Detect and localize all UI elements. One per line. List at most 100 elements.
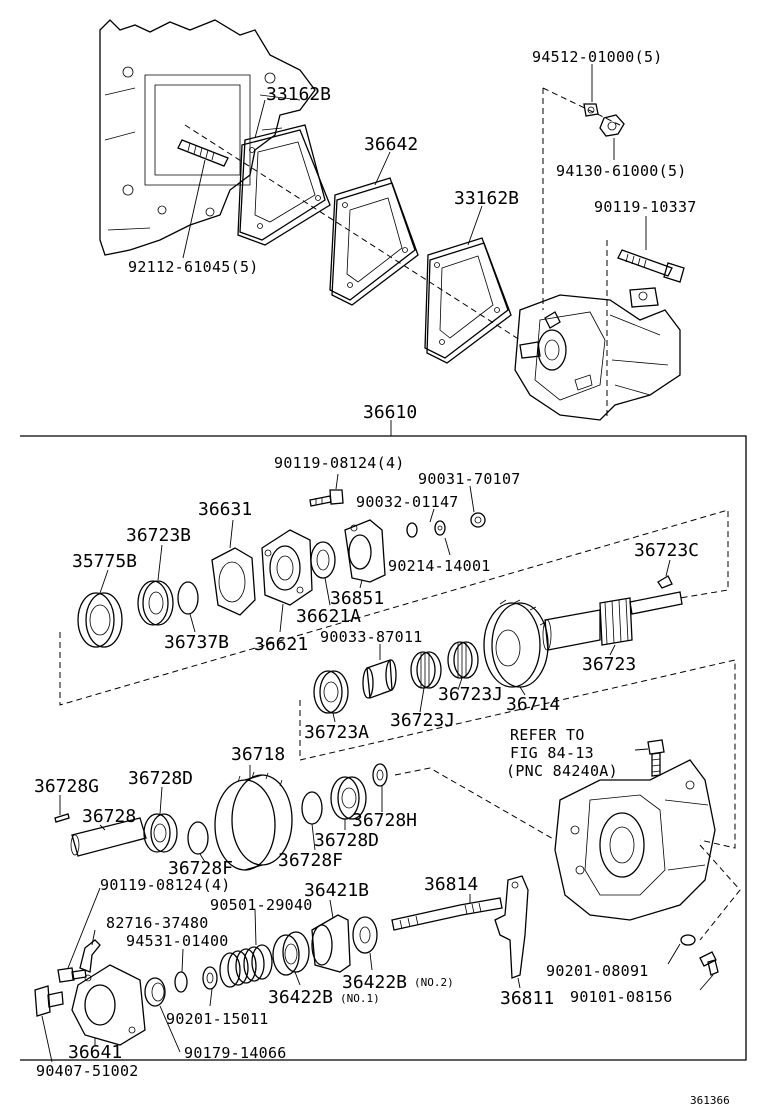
label-90201-15011: 90201-15011 <box>166 1010 269 1028</box>
bearing-36728d-a <box>143 813 178 853</box>
label-refer-line1: REFER TO <box>510 726 585 744</box>
label-36422b-no2-note: (NO.2) <box>414 976 454 989</box>
washer-94512-01000 <box>583 103 599 117</box>
label-90201-08091: 90201-08091 <box>546 962 649 980</box>
guide-line-top-main <box>184 124 521 341</box>
shaft-36814 <box>391 897 503 931</box>
assembly-box-36610 <box>20 435 747 1061</box>
drawing-id: 361366 <box>690 1094 730 1107</box>
nut-90179-14066 <box>144 977 166 1007</box>
label-36737b: 36737B <box>164 632 229 653</box>
cover-36621 <box>261 529 313 606</box>
bearing-36723b <box>137 580 174 626</box>
guide-line-lower-shaft <box>299 659 736 849</box>
gasket-33162b-mid <box>424 237 512 364</box>
needle-bearing-36723j-b <box>410 651 442 689</box>
label-36631: 36631 <box>198 499 252 520</box>
label-94130-61000: 94130-61000(5) <box>556 162 687 180</box>
washer-90032-01147 <box>406 522 418 538</box>
transmission-case-drawing <box>99 19 316 256</box>
housing-assembly <box>554 759 716 921</box>
label-36728f-b: 36728F <box>278 850 343 871</box>
label-90119-10337: 90119-10337 <box>594 198 697 216</box>
bearing-36723a <box>313 670 349 714</box>
label-90501-29040: 90501-29040 <box>210 896 313 914</box>
pto-assembly-top <box>514 287 681 421</box>
guide-line-housing-bottom <box>699 844 741 941</box>
label-36723j-b: 36723J <box>390 710 455 731</box>
washer-90201-15011 <box>202 966 218 990</box>
gear-36718 <box>214 771 293 871</box>
seal-36621a <box>310 541 336 579</box>
snap-ring-36737b <box>177 581 199 615</box>
bolt-90101-08156 <box>699 951 719 976</box>
label-36728: 36728 <box>82 806 136 827</box>
gasket-33162b-top <box>237 124 331 246</box>
guide-line-housing <box>394 767 556 841</box>
gear-36714 <box>483 599 549 688</box>
fitting-90407-51002 <box>34 985 64 1017</box>
spacer-36422b-no2 <box>352 916 378 954</box>
bolt-90119-08124-bottom <box>57 967 87 983</box>
sleeve-36421b <box>311 914 351 973</box>
label-36814: 36814 <box>424 874 478 895</box>
label-36723j-a: 36723J <box>438 684 503 705</box>
label-36811: 36811 <box>500 988 554 1009</box>
spacer-36422b-no1 <box>272 931 310 976</box>
nut-94130-61000 <box>599 114 625 137</box>
label-90407-51002: 90407-51002 <box>36 1062 139 1080</box>
key-36723c <box>657 575 673 589</box>
label-36714: 36714 <box>506 694 560 715</box>
label-36723a: 36723A <box>304 722 369 743</box>
label-94531-01400: 94531-01400 <box>126 932 229 950</box>
label-82716-37480: 82716-37480 <box>106 914 209 932</box>
label-refer-line2: FIG 84-13 <box>510 744 594 762</box>
washer-90214-14001 <box>434 520 446 536</box>
cover-36641 <box>71 964 146 1046</box>
fork-36811 <box>494 875 529 979</box>
label-36723b: 36723B <box>126 525 191 546</box>
label-36422b-no1: 36422B <box>268 987 333 1008</box>
label-33162b-top: 33162B <box>266 84 331 105</box>
label-36610: 36610 <box>363 402 417 423</box>
label-36422b-no2: 36422B <box>342 972 407 993</box>
label-90179-14066: 90179-14066 <box>184 1044 287 1062</box>
washer-90201-08091 <box>680 934 696 946</box>
bolt-90119-08124-top <box>309 489 344 507</box>
label-35775b: 35775B <box>72 551 137 572</box>
label-94512-01000: 94512-01000(5) <box>532 48 663 66</box>
label-90032-01147: 90032-01147 <box>356 493 459 511</box>
spring-90501-29040 <box>219 944 273 988</box>
guide-line-upper-shaft <box>59 509 729 706</box>
cover-36851 <box>344 519 386 583</box>
shaft-36723 <box>542 591 683 651</box>
label-36728d-a: 36728D <box>128 768 193 789</box>
label-36728h: 36728H <box>352 810 417 831</box>
label-36723: 36723 <box>582 654 636 675</box>
label-36641: 36641 <box>68 1042 122 1063</box>
label-36728f-a: 36728F <box>168 858 233 879</box>
label-90101-08156: 90101-08156 <box>570 988 673 1006</box>
washer-36728h <box>372 763 388 787</box>
bushing-90033-87011 <box>362 659 397 699</box>
snap-ring-36728f-b <box>301 791 323 825</box>
pin-36728g <box>54 813 70 823</box>
label-90031-70107: 90031-70107 <box>418 470 521 488</box>
label-36851: 36851 <box>330 588 384 609</box>
washer-94531-01400 <box>174 971 188 993</box>
bracket-82716-37480 <box>79 939 101 973</box>
label-36728g: 36728G <box>34 776 99 797</box>
label-36621: 36621 <box>254 634 308 655</box>
snap-ring-36728f-a <box>187 821 209 855</box>
nut-90031-70107 <box>470 512 486 528</box>
label-90119-08124-bottom: 90119-08124(4) <box>100 876 231 894</box>
bolt-refer-84240a <box>647 739 665 777</box>
label-90119-08124-top: 90119-08124(4) <box>274 454 405 472</box>
gasket-36631 <box>211 547 256 616</box>
label-90033-87011: 90033-87011 <box>320 628 423 646</box>
needle-bearing-36723j-a <box>447 641 479 679</box>
label-refer-line3: (PNC 84240A) <box>506 762 618 780</box>
plate-36642 <box>329 177 419 306</box>
seal-35775b <box>77 592 123 648</box>
